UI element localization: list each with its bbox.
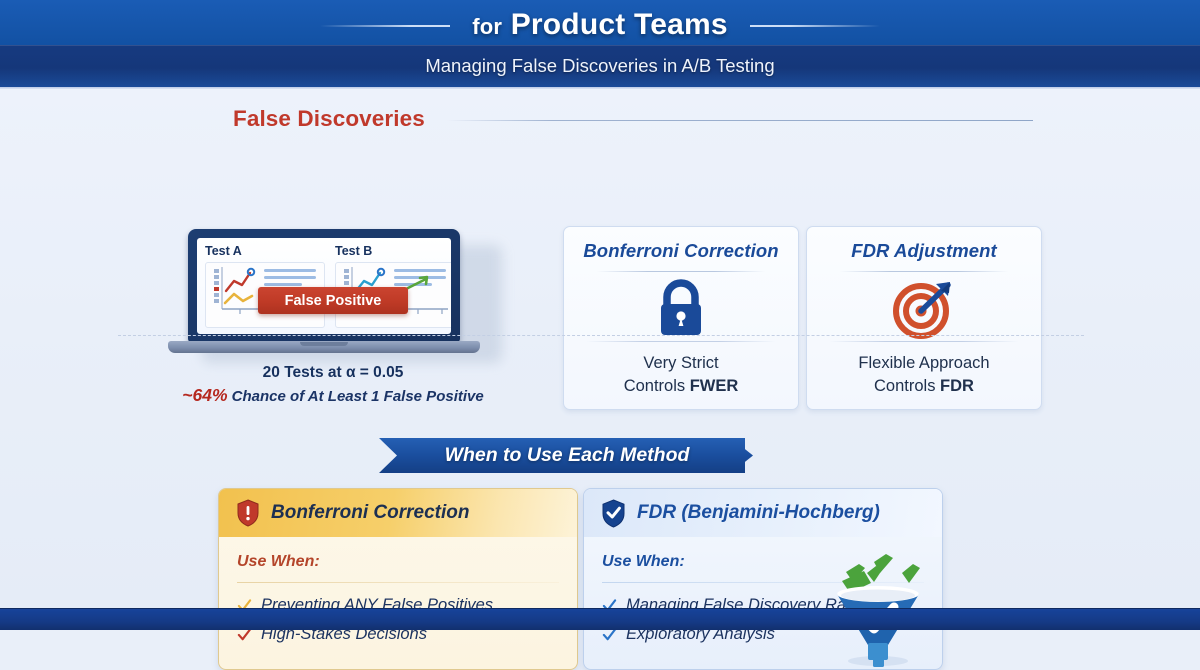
usecase-card-bonferroni-body: Use When: Preventing ANY False Positives… <box>219 537 577 669</box>
usecase-card-rule <box>602 582 924 583</box>
method-card-divider-2 <box>829 341 1019 343</box>
header-subtitle-bar: Managing False Discoveries in A/B Testin… <box>0 45 1200 87</box>
ribbon-banner: When to Use Each Method <box>379 438 745 473</box>
test-a-label: Test A <box>205 244 242 258</box>
usecase-card-bonferroni[interactable]: Bonferroni Correction Use When: Preventi… <box>218 488 578 670</box>
method-card-bonferroni[interactable]: Bonferroni Correction Very Strict Contro… <box>563 226 799 410</box>
header-rule-left <box>320 24 451 27</box>
section-divider-rule <box>446 119 1033 122</box>
method-card-bonferroni-title: Bonferroni Correction <box>583 240 779 261</box>
laptop-base <box>168 341 480 353</box>
page-title-main: Product Teams <box>510 7 728 41</box>
page-title: for Product Teams <box>472 7 728 41</box>
main-content: False Discoveries Test A <box>0 87 1200 670</box>
false-positive-percentage: ~64% <box>182 385 228 405</box>
false-positive-percentage-text: Chance of At Least 1 False Positive <box>227 388 484 405</box>
laptop-caption-probability: ~64% Chance of At Least 1 False Positive <box>148 385 518 406</box>
usecase-bonferroni-usewhen-label: Use When: <box>237 553 320 570</box>
test-b-panel: Test B <box>335 244 451 328</box>
method-card-fdr-line2-strong: FDR <box>940 376 974 395</box>
usecase-fdr-usewhen-label: Use When: <box>602 553 685 570</box>
usecase-card-bonferroni-header: Bonferroni Correction <box>219 489 577 537</box>
laptop-screen: Test A <box>197 238 451 334</box>
lock-icon <box>652 274 710 341</box>
laptop-trackpad-notch <box>300 342 348 346</box>
section-header-false-discoveries: False Discoveries <box>233 106 1033 132</box>
usecase-card-fdr-title: FDR (Benjamini-Hochberg) <box>637 502 880 523</box>
test-a-panel: Test A <box>205 244 325 328</box>
method-card-fdr-line2-prefix: Controls <box>874 376 941 395</box>
header-rule-right <box>749 24 880 27</box>
laptop-illustration: Test A <box>168 229 502 364</box>
usecase-card-fdr-body: Use When: Managing False Discovery Rate … <box>584 537 942 669</box>
method-card-divider <box>597 271 765 272</box>
method-card-fdr-line1: Flexible Approach <box>858 354 990 373</box>
usecase-card-fdr-header: FDR (Benjamini-Hochberg) <box>584 489 942 537</box>
method-card-fdr[interactable]: FDR Adjustment Flexible Approach Control… <box>806 226 1042 410</box>
method-card-divider <box>840 271 1008 272</box>
shield-check-icon <box>601 498 626 528</box>
laptop-lid: Test A <box>188 229 460 342</box>
laptop-caption-tests: 20 Tests at α = 0.05 <box>168 364 498 382</box>
method-card-fdr-line2: Controls FDR <box>874 375 974 397</box>
method-card-bonferroni-line1: Very Strict <box>643 354 719 373</box>
section-dashed-divider <box>118 335 1084 336</box>
usecase-card-fdr[interactable]: FDR (Benjamini-Hochberg) Use When: Manag… <box>583 488 943 670</box>
footer-bar <box>0 608 1200 630</box>
target-arrow-icon <box>888 274 960 341</box>
shield-alert-icon <box>236 499 260 527</box>
method-card-bonferroni-line2-strong: FWER <box>689 376 739 395</box>
method-card-bonferroni-line2: Controls FWER <box>624 375 739 397</box>
laptop-caption-tests-text: 20 Tests at α = 0.05 <box>262 364 404 381</box>
page-title-prefix: for <box>472 13 503 39</box>
header-title-bar: for Product Teams <box>0 0 1200 45</box>
ribbon-label: When to Use Each Method <box>444 444 690 466</box>
section-title: False Discoveries <box>233 106 425 131</box>
test-b-label: Test B <box>335 244 373 258</box>
page-subtitle: Managing False Discoveries in A/B Testin… <box>425 55 775 76</box>
usecase-card-bonferroni-title: Bonferroni Correction <box>271 502 470 523</box>
method-card-divider-2 <box>586 341 776 343</box>
method-card-bonferroni-line2-prefix: Controls <box>623 376 690 395</box>
false-positive-badge: False Positive <box>258 287 408 314</box>
usecase-card-rule <box>237 582 559 583</box>
method-card-fdr-title: FDR Adjustment <box>851 240 997 261</box>
